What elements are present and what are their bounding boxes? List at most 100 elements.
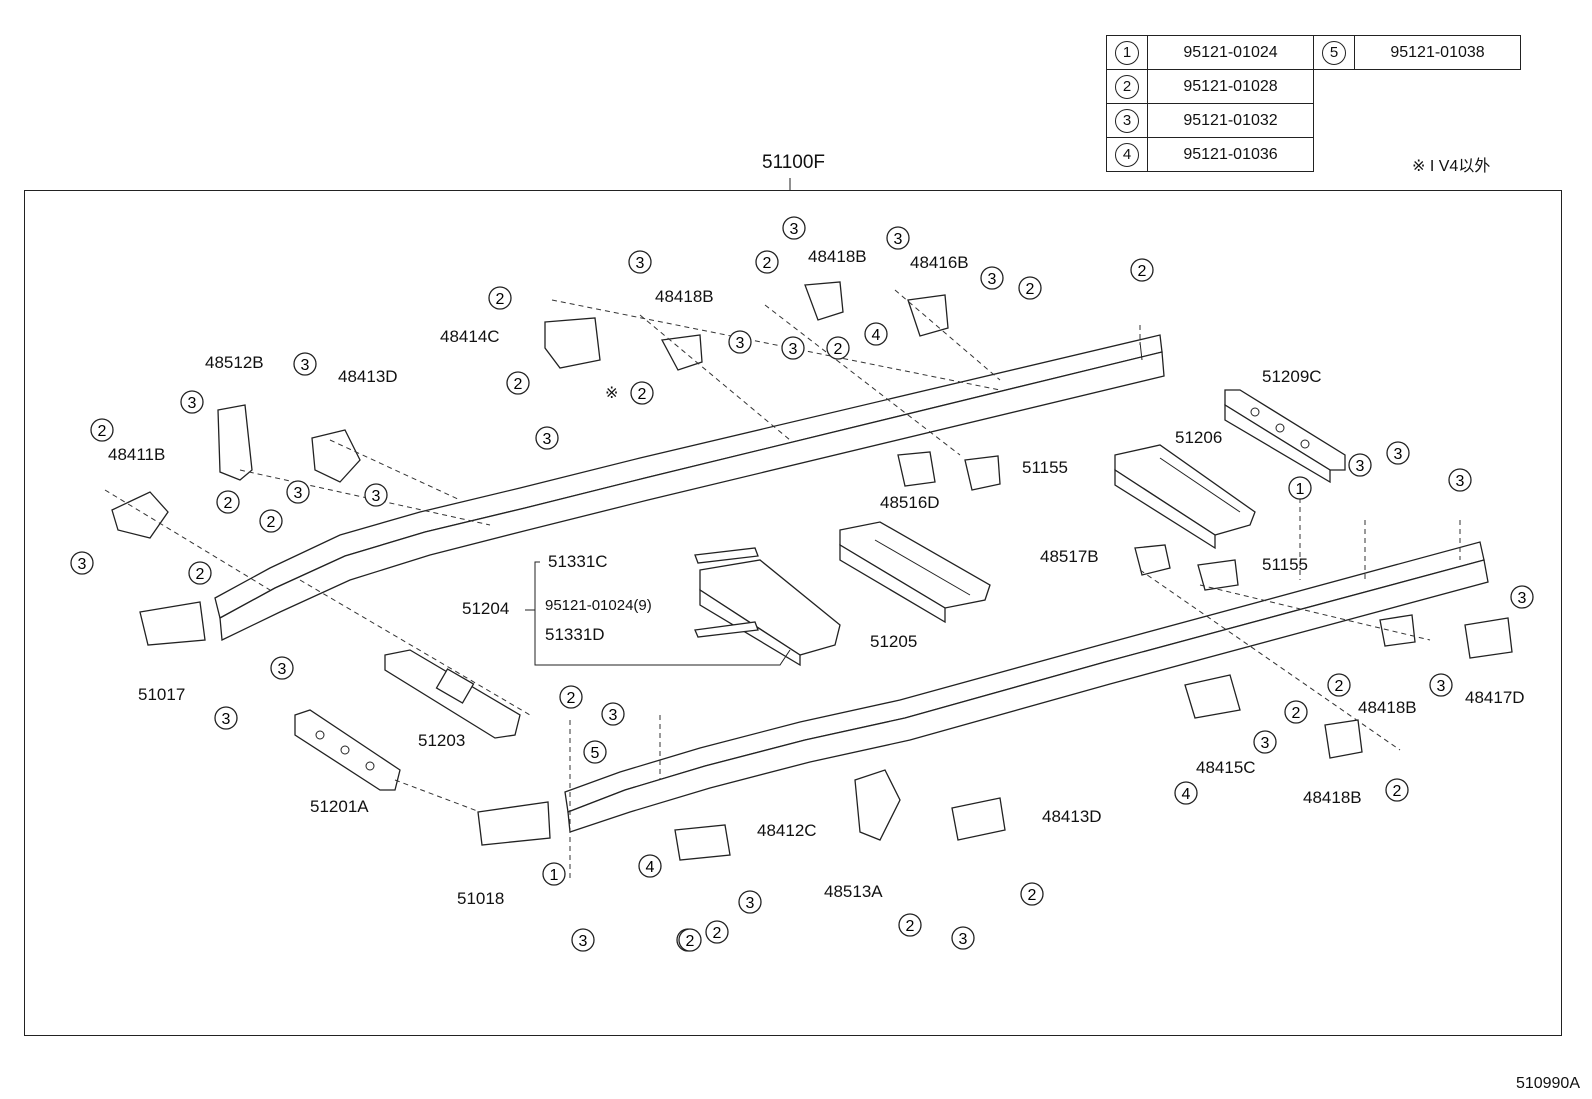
bolt-callout-number: 3: [188, 395, 197, 412]
bolt-callout-number: 2: [1028, 887, 1037, 904]
bolt-callout-circle: [1130, 258, 1154, 282]
bolt-callout-circle: [1386, 441, 1410, 465]
bolt-callout-circle: [583, 740, 607, 764]
bolt-callout-circle: [259, 509, 283, 533]
bolt-callout-circle: [488, 286, 512, 310]
callout-circle: 5: [1322, 40, 1346, 65]
bolt-callout-circle: [738, 890, 762, 914]
bolt-callout-circle: [270, 656, 294, 680]
part-label: 51155: [1262, 555, 1308, 574]
bolt-callout-circle: [293, 352, 317, 376]
callout-circle: 1: [1115, 40, 1139, 65]
bolt-callout-number: 3: [894, 231, 903, 248]
part-label: 48517B: [1040, 547, 1099, 566]
bolt-callout-circle: [1020, 882, 1044, 906]
callout-circle: 2: [1115, 74, 1139, 99]
part-label: 48512B: [205, 353, 264, 372]
frame-assembly-label: 51100F: [762, 152, 826, 173]
bolt-callout-number: 3: [1356, 458, 1365, 475]
bolt-callout-circle: [286, 480, 310, 504]
bolt-callout-number: 3: [790, 221, 799, 238]
part-label: 51018: [457, 889, 504, 908]
legend-row: 4 95121-01036: [1106, 137, 1521, 172]
bolt-callout-circle: [1429, 673, 1453, 697]
crossmember-51206: [1114, 444, 1256, 550]
legend-row: 3 95121-01032: [1106, 103, 1521, 138]
part-label: 48418B: [655, 287, 714, 306]
crossmember-51209C: [1224, 389, 1346, 484]
bolt-callout-number: 3: [1261, 735, 1270, 752]
bolt-callout-number: 2: [496, 291, 505, 308]
bolt-callout-circle: [506, 371, 530, 395]
bolt-callout-number: 3: [1456, 473, 1465, 490]
bolt-callout-number: 2: [1292, 705, 1301, 722]
bolt-callout-number: 2: [1335, 678, 1344, 695]
legend-part-number: 95121-01036: [1147, 137, 1314, 172]
bolt-callout-number: 3: [1437, 678, 1446, 695]
bolt-callout-circle: [864, 322, 888, 346]
bolt-callout-number: 2: [98, 423, 107, 440]
part-label: 48416B: [910, 253, 969, 272]
part-label: 51331C: [548, 552, 608, 571]
bolt-callout-number: 3: [959, 931, 968, 948]
bolt-callout-number: 3: [294, 485, 303, 502]
bolt-callout-number: 3: [609, 707, 618, 724]
bolt-callout-circle: [678, 928, 702, 952]
bolt-callout-circle: [90, 418, 114, 442]
bolt-callout-circle: [630, 381, 654, 405]
bolt-callout-circle: [886, 226, 910, 250]
bolt-callout-number: 3: [736, 335, 745, 352]
bolt-callout-number: 3: [222, 711, 231, 728]
bolt-callout-circle: [559, 685, 583, 709]
bolt-callout-circle: [705, 920, 729, 944]
bolt-callout-circle: [214, 706, 238, 730]
bolt-callout-number: 3: [543, 431, 552, 448]
brackets: [111, 281, 1513, 861]
part-label: 48412C: [757, 821, 817, 840]
bolt-callout-number: 3: [278, 661, 287, 678]
bolt-callout-number: 2: [1138, 263, 1147, 280]
bolt-callout-circle: [1327, 673, 1351, 697]
part-label: 51204: [462, 599, 509, 618]
part-label: 48414C: [440, 327, 500, 346]
callout-circle: 4: [1115, 142, 1139, 167]
bolt-callout-number: 4: [872, 327, 881, 344]
bolt-callout-circle: [188, 561, 212, 585]
bolt-callout-number: 3: [1394, 446, 1403, 463]
exclusion-note: ※ I V4以外: [1412, 158, 1491, 175]
bolt-callout-number: 1: [1296, 481, 1305, 498]
part-label: 48516D: [880, 493, 940, 512]
bolt-callout-number: 4: [646, 859, 655, 876]
bolt-callout-number: 2: [906, 918, 915, 935]
legend-part-number: 95121-01032: [1147, 103, 1314, 138]
part-label: 48418B: [808, 247, 867, 266]
bolt-callout-number: 3: [301, 357, 310, 374]
bolt-callout-circle: [180, 390, 204, 414]
diagram-border: [24, 190, 1562, 1036]
group-bracket-51204: [534, 561, 791, 666]
figure-code: 510990A: [1515, 1075, 1580, 1092]
bolt-callout-number: 2: [713, 925, 722, 942]
part-label: 95121-01024(9): [545, 597, 652, 614]
bolt-callout-number: 3: [636, 255, 645, 272]
right-frame-rail: [564, 541, 1489, 833]
crossmember-51203: [384, 649, 521, 739]
bolt-callout-circle: [628, 250, 652, 274]
bolt-callout-circle: [1385, 778, 1409, 802]
bolt-callout-number: 3: [988, 271, 997, 288]
part-label: 48418B: [1303, 788, 1362, 807]
bolt-callout-circle: [542, 862, 566, 886]
bolt-callout-circle: [898, 913, 922, 937]
legend-row: 1 95121-01024 5 95121-01038: [1106, 35, 1521, 70]
bolt-callout-number: 3: [746, 895, 755, 912]
bolt-callout-number: 3: [372, 488, 381, 505]
bolt-callout-circle: [755, 250, 779, 274]
bolt-callout-circle: [601, 702, 625, 726]
legend-row: 2 95121-01028: [1106, 69, 1521, 104]
bolt-callout-circle: [1348, 453, 1372, 477]
bolt-callout-number: 2: [196, 566, 205, 583]
reinforcement-51331C: [694, 547, 759, 564]
part-label: 48413D: [1042, 807, 1102, 826]
legend-part-number: 95121-01024: [1147, 35, 1314, 70]
